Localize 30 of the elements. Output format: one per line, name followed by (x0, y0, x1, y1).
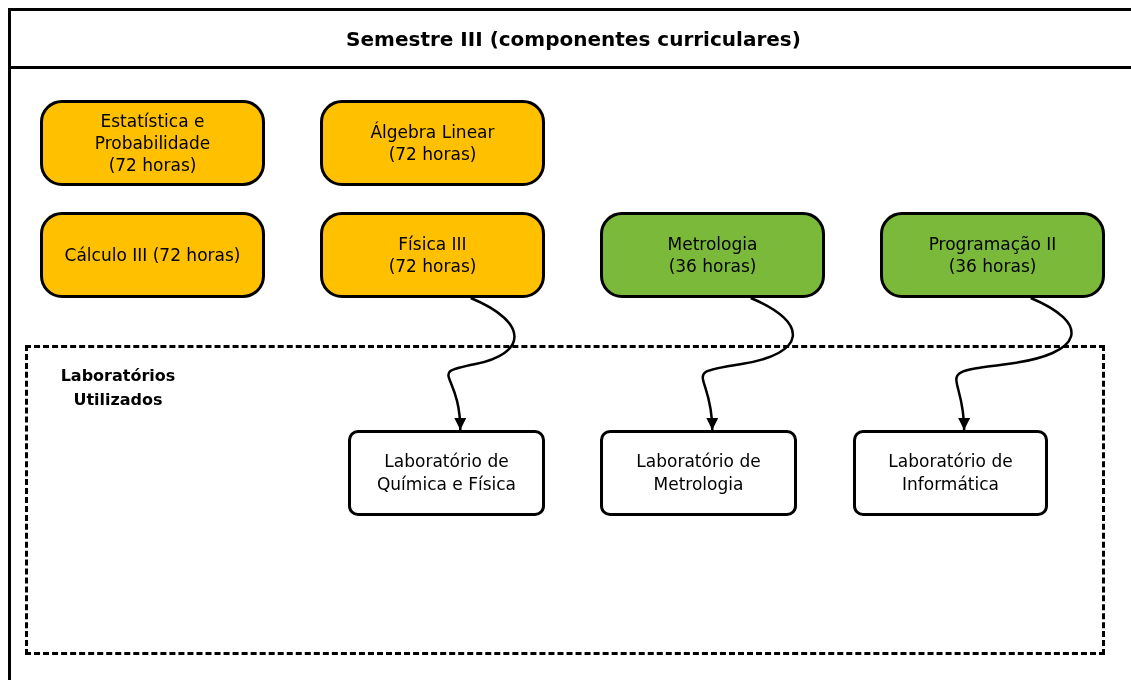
course-label: (72 horas) (388, 255, 477, 278)
course-box (320, 100, 545, 186)
course-label: Laboratório de Metrologia (635, 450, 762, 496)
course-label: Álgebra Linear (370, 120, 495, 143)
arrow (701, 296, 794, 431)
course-label: (72 horas) (108, 154, 197, 177)
course-box (600, 212, 825, 298)
semester-frame (8, 8, 1131, 680)
course-label: Laboratório de Informática (887, 450, 1014, 496)
lab-box (600, 430, 797, 516)
course-label: Programação II (928, 232, 1057, 255)
course-label: Cálculo III (72 horas) (64, 243, 241, 267)
course-label: (72 horas) (388, 143, 477, 166)
course-label: (36 horas) (668, 255, 757, 278)
group-label: Laboratórios Utilizados (59, 365, 177, 411)
course-label: Física III (398, 232, 467, 255)
course-box (880, 212, 1105, 298)
course-box (40, 212, 265, 298)
title: Semestre III (componentes curriculares) (346, 26, 801, 51)
course-box (320, 212, 545, 298)
course-label: Metrologia (667, 232, 758, 255)
arrow (447, 296, 516, 431)
course-label: (36 horas) (948, 255, 1037, 278)
course-label: Laboratório de Química e Física (375, 450, 517, 496)
lab-group-box (25, 345, 1105, 655)
course-label: Estatística e Probabilidade (93, 109, 212, 155)
lab-box (853, 430, 1048, 516)
lab-box (348, 430, 545, 516)
arrow (955, 296, 1073, 431)
course-box (40, 100, 265, 186)
